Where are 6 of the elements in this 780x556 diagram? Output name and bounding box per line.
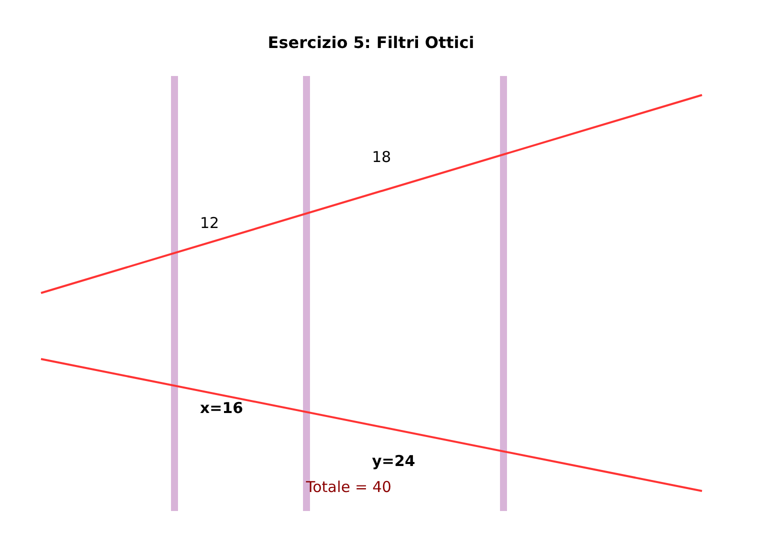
value-label: x=16: [200, 399, 244, 417]
diagram-title: Esercizio 5: Filtri Ottici: [268, 34, 474, 52]
value-label: y=24: [372, 452, 416, 470]
value-label: 12: [200, 214, 220, 232]
value-label: 18: [372, 148, 392, 166]
value-label: Totale = 40: [306, 478, 392, 496]
